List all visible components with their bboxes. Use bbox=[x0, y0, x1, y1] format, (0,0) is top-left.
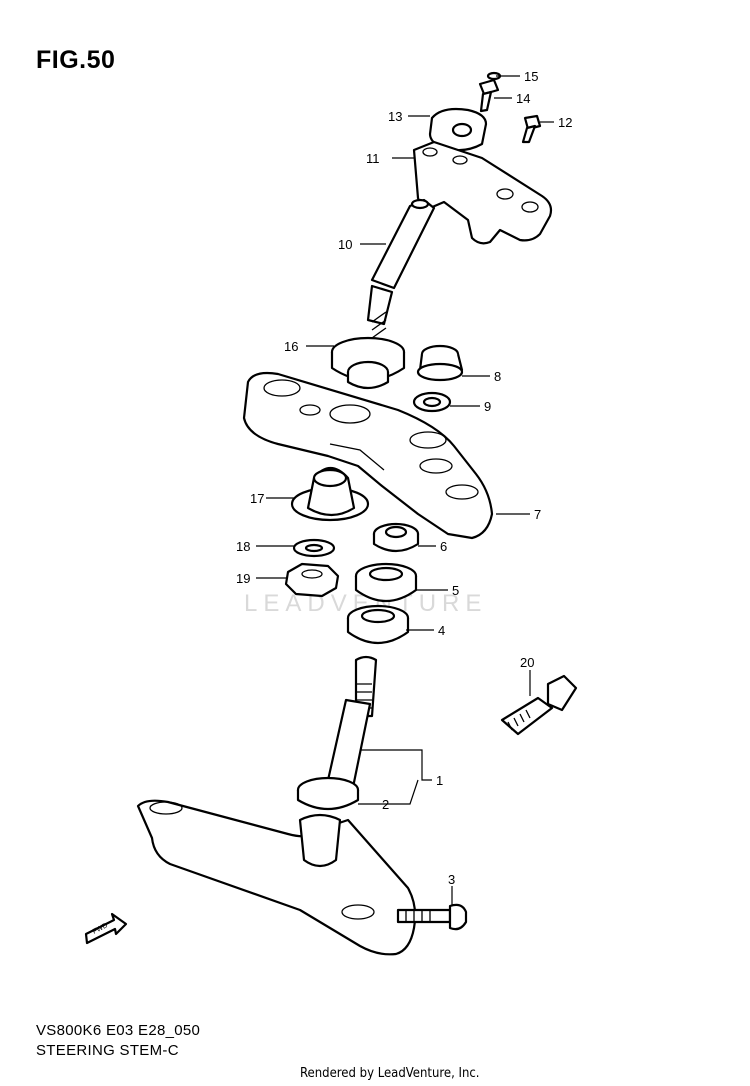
part-7-upper-bracket[interactable] bbox=[242, 371, 494, 540]
callout-4[interactable]: 4 bbox=[438, 623, 445, 638]
part-2-bearing-seal[interactable] bbox=[296, 776, 360, 810]
part-13-handlebar-clamp[interactable] bbox=[428, 107, 488, 152]
callout-16[interactable]: 16 bbox=[284, 339, 298, 354]
part-16-nut[interactable] bbox=[330, 336, 406, 390]
part-10-stem-bolt[interactable] bbox=[366, 198, 436, 339]
callout-7[interactable]: 7 bbox=[534, 507, 541, 522]
part-9-washer[interactable] bbox=[412, 391, 452, 413]
footer-section-name: STEERING STEM-C bbox=[36, 1042, 179, 1059]
callout-10[interactable]: 10 bbox=[338, 237, 352, 252]
part-8-cap[interactable] bbox=[416, 344, 464, 382]
part-18-washer[interactable] bbox=[292, 538, 336, 558]
part-5-bearing-race[interactable] bbox=[354, 562, 418, 602]
part-4-bearing[interactable] bbox=[346, 604, 410, 644]
callout-6[interactable]: 6 bbox=[440, 539, 447, 554]
leader-lines bbox=[256, 75, 554, 906]
callout-1[interactable]: 1 bbox=[436, 773, 443, 788]
callout-17[interactable]: 17 bbox=[250, 491, 264, 506]
callout-15[interactable]: 15 bbox=[524, 69, 538, 84]
footer-model-code: VS800K6 E03 E28_050 bbox=[36, 1022, 201, 1039]
callout-12[interactable]: 12 bbox=[558, 115, 572, 130]
part-14-bolt[interactable] bbox=[478, 78, 500, 113]
callout-19[interactable]: 19 bbox=[236, 571, 250, 586]
callout-13[interactable]: 13 bbox=[388, 109, 402, 124]
callout-20[interactable]: 20 bbox=[520, 655, 534, 670]
callout-18[interactable]: 18 bbox=[236, 539, 250, 554]
part-17-bearing[interactable] bbox=[290, 466, 370, 522]
render-credit: Rendered by LeadVenture, Inc. bbox=[300, 1066, 480, 1081]
part-1-steering-stem-lower-bracket[interactable] bbox=[136, 655, 417, 956]
figure-title: FIG.50 bbox=[36, 46, 116, 74]
part-6-nut[interactable] bbox=[372, 522, 420, 553]
part-11-handlebar-holder[interactable] bbox=[412, 140, 553, 245]
callout-2[interactable]: 2 bbox=[382, 797, 389, 812]
callout-9[interactable]: 9 bbox=[484, 399, 491, 414]
callout-3[interactable]: 3 bbox=[448, 872, 455, 887]
part-20-steering-lock[interactable] bbox=[500, 674, 578, 736]
callout-numbers: 15 14 12 13 11 10 16 8 9 7 17 6 18 19 5 … bbox=[236, 69, 572, 887]
callout-8[interactable]: 8 bbox=[494, 369, 501, 384]
callout-11[interactable]: 11 bbox=[366, 151, 380, 166]
part-12-bolt[interactable] bbox=[521, 114, 542, 144]
callout-14[interactable]: 14 bbox=[516, 91, 530, 106]
fwd-arrow-icon: FWD bbox=[84, 912, 128, 945]
part-19-nut[interactable] bbox=[284, 562, 340, 598]
part-3-bolt[interactable] bbox=[396, 903, 468, 931]
callout-5[interactable]: 5 bbox=[452, 583, 459, 598]
